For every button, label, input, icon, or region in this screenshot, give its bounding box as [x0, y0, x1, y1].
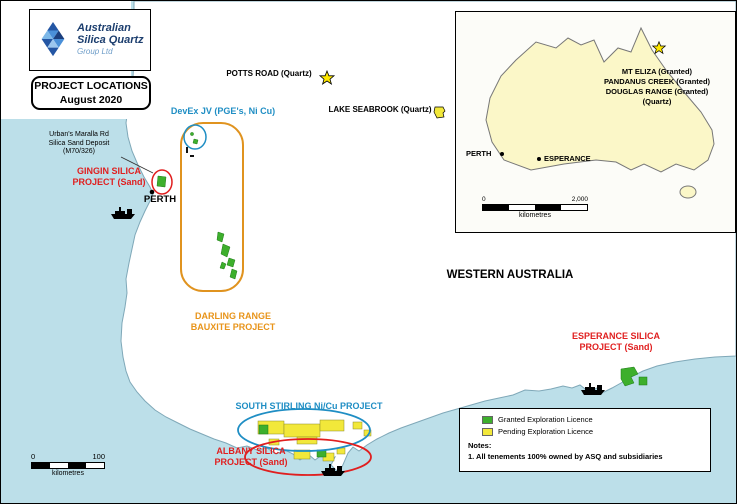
legend-item-pending: Pending Exploration Licence [482, 427, 704, 436]
company-name-line2: Silica Quartz [77, 34, 144, 47]
devex-jv-outline [180, 122, 244, 292]
granted-swatch [482, 415, 493, 424]
legend-note-1: 1. All tenements 100% owned by ASQ and s… [468, 452, 663, 461]
label-gingin-project: GINGIN SILICA PROJECT (Sand) [72, 166, 146, 187]
label-lake-seabrook: LAKE SEABROOK (Quartz) [328, 105, 432, 114]
company-logo: Australian Silica Quartz Group Ltd [29, 9, 151, 71]
devex-circle-outline [183, 124, 207, 150]
granted-label: Granted Exploration Licence [498, 415, 593, 424]
label-urbans-deposit: Urban's Maralla Rd Silica Sand Deposit (… [48, 131, 110, 156]
inset-perth-dot [500, 152, 504, 156]
gingin-outline [151, 169, 173, 195]
pending-label: Pending Exploration Licence [498, 427, 594, 436]
inset-australia-map [485, 26, 715, 199]
perth-dot [149, 189, 155, 195]
inset-project-star [651, 40, 667, 55]
devex-granted-tenements [190, 132, 238, 280]
pending-swatch [482, 427, 493, 436]
inset-label-esperance: ESPERANCE [544, 154, 591, 163]
esperance-tenements [620, 366, 648, 387]
inset-scale-bar-graphic [482, 204, 588, 211]
company-name-line3: Group Ltd [77, 47, 113, 57]
inset-esperance-dot [537, 157, 541, 161]
pending-tenements [257, 419, 372, 462]
company-name-line1: Australian [77, 22, 131, 35]
label-western-australia: WESTERN AUSTRALIA [446, 269, 574, 281]
label-esperance-project: ESPERANCE SILICA PROJECT (Sand) [571, 331, 660, 352]
title-box: PROJECT LOCATIONS August 2020 [31, 76, 151, 110]
label-devex-jv: DevEx JV (PGE's, Ni Cu) [170, 106, 276, 116]
map-date: August 2020 [59, 94, 123, 106]
small-map-marks [186, 147, 194, 157]
inset-map: MT ELIZA (Granted) PANDANUS CREEK (Grant… [455, 11, 736, 233]
legend-notes-title: Notes: [468, 441, 492, 450]
australia-outline [485, 26, 715, 173]
inset-scale-bar: 0 2,000 kilometres [482, 196, 588, 219]
lake-seabrook-marker [433, 106, 446, 119]
scale-bar: 0 100 kilometres [31, 452, 105, 477]
label-darling-range: DARLING RANGE BAUXITE PROJECT [190, 311, 276, 332]
tasmania-outline [679, 185, 697, 199]
inset-label-perth: PERTH [466, 149, 492, 158]
gingin-tenement [156, 175, 167, 188]
legend-item-granted: Granted Exploration Licence [482, 415, 704, 424]
legend: Granted Exploration Licence Pending Expl… [459, 408, 711, 472]
asq-diamond-icon [41, 21, 65, 57]
label-potts-road: POTTS ROAD (Quartz) [226, 69, 312, 78]
south-stirling-outline [237, 408, 371, 452]
albany-outline [244, 438, 372, 476]
label-perth: PERTH [143, 194, 177, 205]
inset-annotation: MT ELIZA (Granted) PANDANUS CREEK (Grant… [603, 67, 711, 107]
label-south-stirling: SOUTH STIRLING Ni/Cu PROJECT [235, 401, 383, 411]
map-title: PROJECT LOCATIONS [34, 79, 148, 92]
urbans-leader-line [120, 156, 154, 174]
label-albany-project: ALBANY SILICA PROJECT (Sand) [214, 446, 288, 467]
scale-bar-graphic [31, 462, 105, 469]
